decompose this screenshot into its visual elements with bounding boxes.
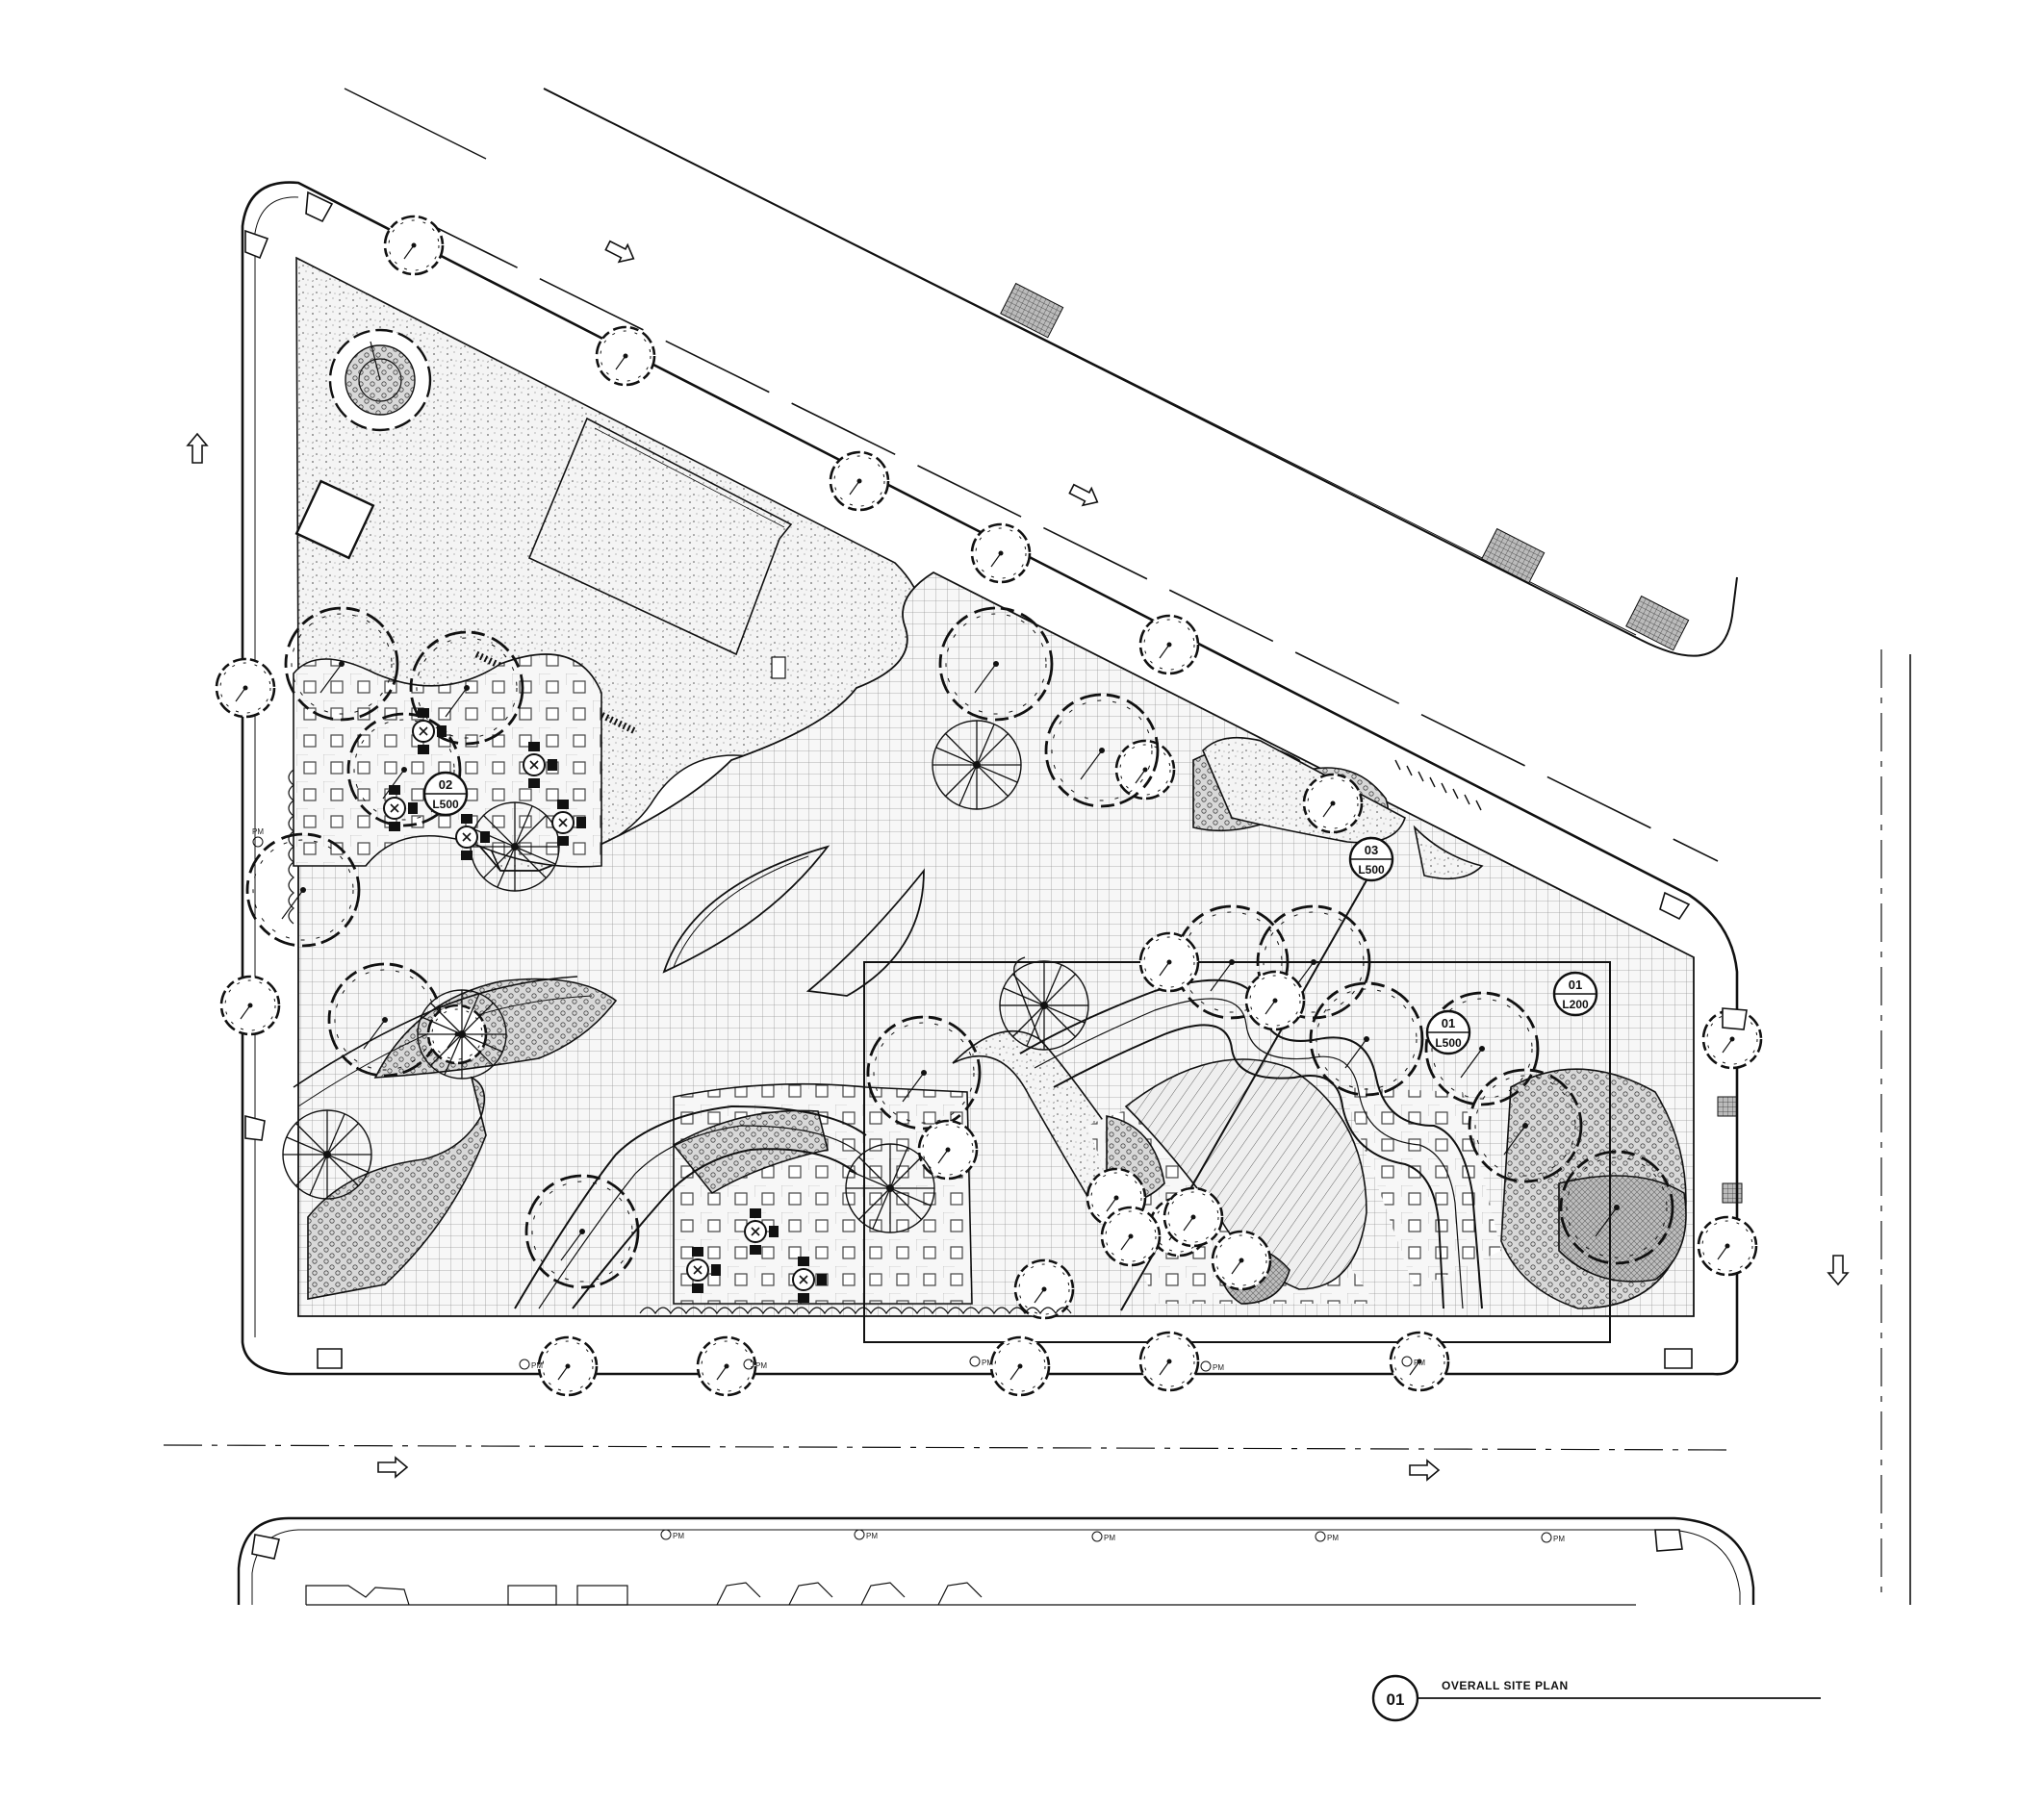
crosswalk-marks xyxy=(1394,759,1482,811)
svg-text:02: 02 xyxy=(439,777,452,792)
svg-text:L500: L500 xyxy=(432,798,459,811)
drawing-title-block: 01 OVERALL SITE PLAN xyxy=(1371,1674,1821,1722)
detail-callout-03-l500: 03 L500 xyxy=(1348,836,1394,882)
svg-text:PM: PM xyxy=(1414,1359,1425,1367)
shrub-row xyxy=(288,769,1072,1315)
pm-markers: PM PM PM PM PM PM PM PM PM PM PM xyxy=(252,827,1565,1543)
svg-text:PM: PM xyxy=(1213,1363,1224,1372)
svg-text:01: 01 xyxy=(1442,1016,1455,1030)
drawing-title: OVERALL SITE PLAN xyxy=(1442,1679,1569,1692)
trees xyxy=(215,215,1763,1397)
svg-text:03: 03 xyxy=(1365,843,1378,857)
svg-text:PM: PM xyxy=(1327,1534,1339,1542)
tree-planter xyxy=(328,328,432,432)
svg-text:PM: PM xyxy=(252,827,264,836)
curved-walls xyxy=(293,976,1483,1309)
detail-callout-01-l500: 01 L500 xyxy=(1425,1009,1471,1055)
street-lines xyxy=(163,88,1911,1606)
curb-ramps xyxy=(244,191,1748,1560)
svg-text:PM: PM xyxy=(531,1361,543,1370)
detail-callout-02-l500: 02 L500 xyxy=(422,771,469,817)
drawing-number: 01 xyxy=(1387,1690,1405,1709)
svg-text:L500: L500 xyxy=(1435,1036,1462,1050)
svg-text:PM: PM xyxy=(1104,1534,1115,1542)
leaf-planters xyxy=(662,845,925,997)
svg-text:PM: PM xyxy=(673,1532,684,1540)
svg-text:PM: PM xyxy=(866,1532,878,1540)
svg-text:L500: L500 xyxy=(1358,863,1385,877)
enlargement-callout-01-l200: 01 L200 xyxy=(1552,971,1598,1017)
svg-text:L200: L200 xyxy=(1562,998,1589,1011)
svg-text:PM: PM xyxy=(982,1359,993,1367)
site-boundary xyxy=(241,181,1739,1376)
svg-text:01: 01 xyxy=(1569,978,1582,992)
svg-text:PM: PM xyxy=(755,1361,767,1370)
svg-text:PM: PM xyxy=(1553,1535,1565,1543)
